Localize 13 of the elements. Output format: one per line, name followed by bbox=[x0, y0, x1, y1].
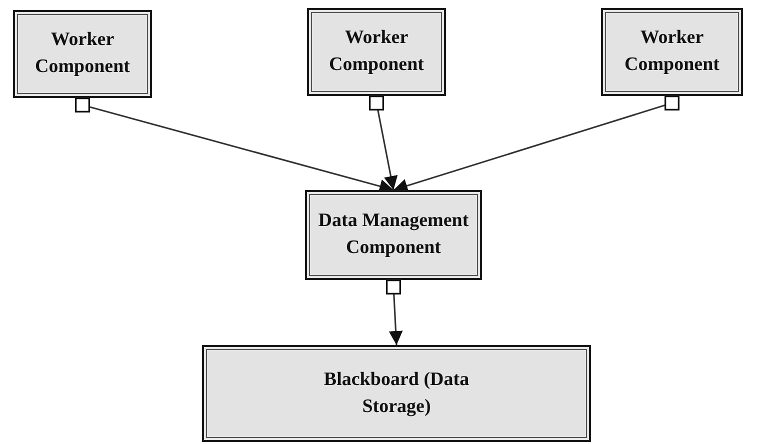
component-label: Worker Component bbox=[328, 26, 425, 77]
component-label: Worker Component bbox=[34, 28, 131, 79]
component-box bbox=[601, 8, 743, 96]
component-label: Data Management Component bbox=[317, 209, 470, 260]
component-box bbox=[13, 10, 152, 98]
component-label: Worker Component bbox=[623, 26, 720, 77]
component-box bbox=[305, 190, 482, 280]
connector-arrow bbox=[393, 95, 680, 192]
component-label: Blackboard (Data Storage) bbox=[322, 368, 470, 418]
connector-arrow bbox=[386, 279, 403, 346]
connector-arrow bbox=[368, 95, 398, 190]
component-box bbox=[202, 345, 591, 442]
component-box bbox=[307, 8, 446, 96]
